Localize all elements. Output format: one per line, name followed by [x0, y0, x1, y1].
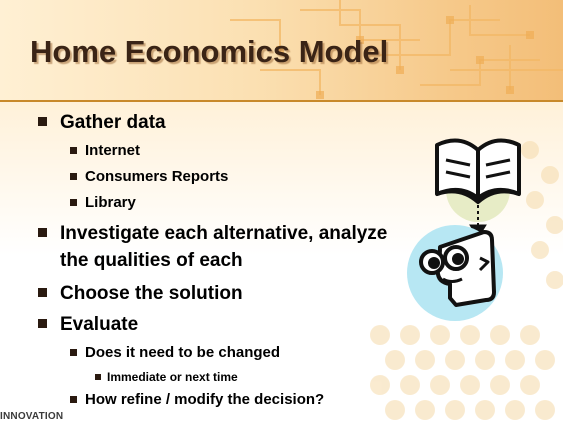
square-bullet-icon	[38, 287, 47, 297]
bullet-text: Library	[85, 194, 136, 211]
square-bullet-icon	[38, 116, 47, 126]
slide-title: Home Economics Model	[30, 34, 389, 69]
bullet-text: Choose the solution	[60, 283, 243, 304]
footer-logo: INNOVATION	[0, 411, 64, 422]
bullet-text: Investigate each alternative, analyze	[60, 223, 388, 244]
bullet-text: Immediate or next time	[107, 370, 238, 384]
bullet-level1: Choose the solution	[38, 283, 243, 305]
bullet-text: Gather data	[60, 112, 166, 133]
bullet-level1: Gather data	[38, 112, 166, 134]
bullet-text: Evaluate	[60, 314, 139, 335]
bullet-level1: Investigate each alternative, analyze	[38, 223, 387, 245]
square-bullet-icon	[38, 227, 47, 237]
square-bullet-icon	[38, 318, 47, 328]
square-bullet-icon	[70, 146, 77, 154]
bullet-level1: Evaluate	[38, 314, 138, 336]
square-bullet-icon	[70, 198, 77, 206]
bullet-continuation: the qualities of each	[38, 250, 243, 272]
title-underline	[0, 100, 563, 102]
bullet-text: How refine / modify the decision?	[85, 391, 325, 408]
thinking-face-icon	[419, 230, 496, 307]
bullet-level2: Library	[70, 194, 136, 211]
bullet-level2: Does it need to be changed	[70, 344, 280, 361]
bullet-text: the qualities of each	[60, 250, 243, 271]
bullet-level2: How refine / modify the decision?	[70, 391, 324, 408]
square-bullet-icon	[70, 348, 77, 356]
bullet-level3: Immediate or next time	[95, 370, 238, 384]
bullet-text: Internet	[85, 142, 141, 159]
open-book-icon	[435, 138, 521, 204]
bullet-level2: Consumers Reports	[70, 168, 228, 185]
bullet-text: Consumers Reports	[85, 168, 229, 185]
circuit-pattern	[230, 0, 563, 99]
square-bullet-icon	[70, 172, 77, 180]
title-band: Home Economics Model	[0, 0, 563, 100]
bullet-level2: Internet	[70, 142, 140, 159]
bullet-text: Does it need to be changed	[85, 344, 281, 361]
square-bullet-icon	[70, 395, 77, 403]
square-bullet-icon	[95, 373, 101, 380]
